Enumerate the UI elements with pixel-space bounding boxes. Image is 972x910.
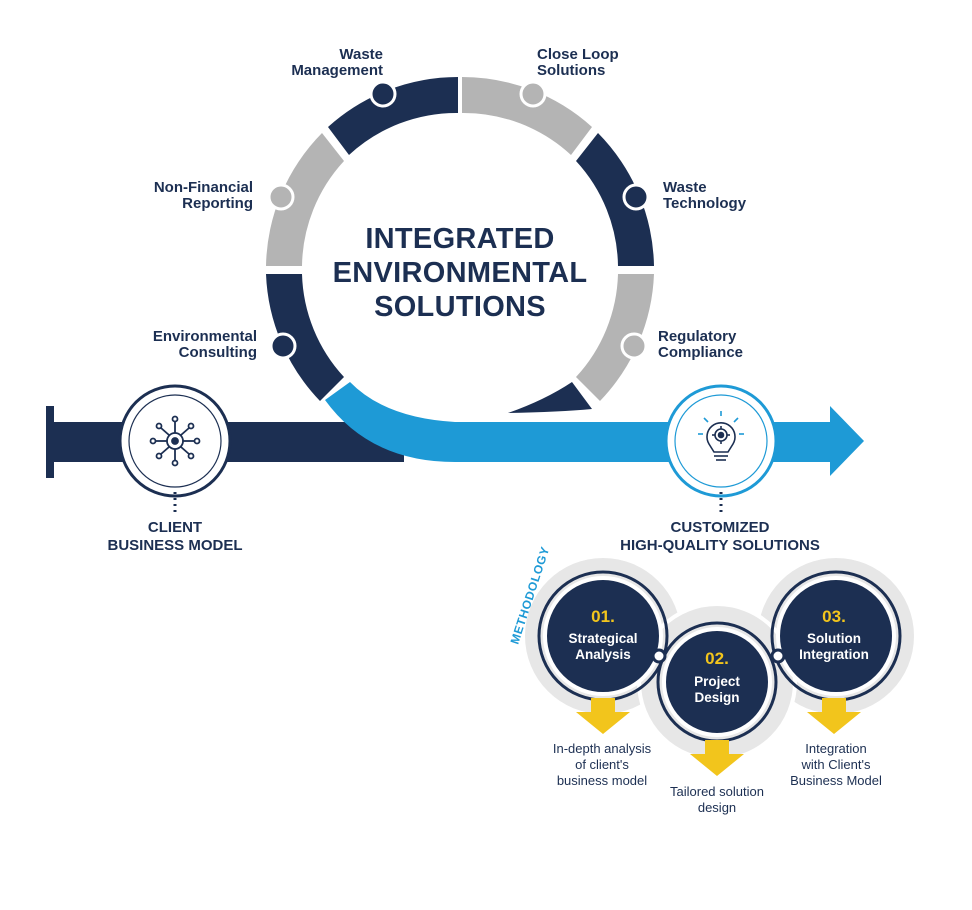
step-1-desc-3: business model (557, 773, 647, 788)
ring-labels: Waste Management Close Loop Solutions No… (153, 46, 747, 361)
label-waste-management-1: Waste (339, 46, 383, 63)
label-close-loop-1: Close Loop (537, 46, 619, 63)
ring-segment-waste-technology (576, 133, 654, 266)
step-1-circle (543, 576, 663, 696)
ring-segment-environmental (266, 274, 344, 401)
ring-segment-close-loop (462, 77, 592, 155)
step-2-arrow-icon (690, 740, 744, 776)
step-1-desc-1: In-depth analysis (553, 741, 652, 756)
step-1-title-1: Strategical (568, 631, 637, 646)
step-3-desc-2: with Client's (801, 757, 871, 772)
network-icon (149, 415, 201, 467)
step-2-title-2: Design (694, 690, 739, 705)
dot-waste-technology (622, 183, 650, 211)
connector-dot-1 (651, 648, 667, 664)
solutions-label-1: CUSTOMIZED (671, 519, 770, 536)
label-waste-management-2: Management (291, 62, 383, 79)
label-non-financial-1: Non-Financial (154, 179, 253, 196)
step-3-arrow-icon (807, 698, 861, 734)
arrow-blue-curve (325, 382, 864, 476)
label-waste-technology-2: Technology (663, 195, 747, 212)
step-3-title-2: Integration (799, 647, 869, 662)
step-3-number: 03. (822, 607, 846, 626)
dot-non-financial (267, 183, 295, 211)
ring (266, 77, 654, 413)
step-2-number: 02. (705, 649, 729, 668)
client-label-2: BUSINESS MODEL (107, 537, 242, 554)
label-close-loop-2: Solutions (537, 62, 605, 79)
dot-regulatory (620, 332, 648, 360)
step-2-circle (662, 627, 772, 737)
label-environmental-2: Consulting (179, 344, 257, 361)
connector-dot-2 (770, 648, 786, 664)
step-3-desc-1: Integration (805, 741, 866, 756)
client-label-1: CLIENT (148, 519, 202, 536)
ring-dots (267, 80, 650, 360)
dot-environmental (269, 332, 297, 360)
ring-segment-waste-management (328, 77, 458, 155)
label-environmental-1: Environmental (153, 328, 257, 345)
step-1-number: 01. (591, 607, 615, 626)
step-2-desc-2: design (698, 800, 736, 815)
solutions-label-2: HIGH-QUALITY SOLUTIONS (620, 537, 820, 554)
center-title-line-2: ENVIRONMENTAL (333, 257, 588, 289)
lightbulb-gear-icon (698, 411, 744, 461)
step-1-title-2: Analysis (575, 647, 631, 662)
label-regulatory-2: Compliance (658, 344, 743, 361)
arrow-tail-bar (46, 406, 54, 478)
step-2-title-1: Project (694, 674, 740, 689)
ring-segment-non-financial (266, 133, 344, 266)
step-1-desc-2: of client's (575, 757, 629, 772)
ring-segment-regulatory (576, 274, 654, 401)
dot-close-loop (519, 80, 547, 108)
methodology: METHODOLOGY 01. Strategical Analysis 03.… (508, 545, 914, 815)
step-1-arrow-icon (576, 698, 630, 734)
step-3-desc-3: Business Model (790, 773, 882, 788)
label-regulatory-1: Regulatory (658, 328, 737, 345)
client-node: CLIENT BUSINESS MODEL (107, 384, 243, 554)
step-3-title-1: Solution (807, 631, 861, 646)
step-3-circle (776, 576, 896, 696)
label-non-financial-2: Reporting (182, 195, 253, 212)
center-title-line-3: SOLUTIONS (374, 291, 546, 323)
dot-waste-management (369, 80, 397, 108)
step-2-desc-1: Tailored solution (670, 784, 764, 799)
ring-segment-end (508, 382, 592, 413)
label-waste-technology-1: Waste (663, 179, 707, 196)
solutions-node: CUSTOMIZED HIGH-QUALITY SOLUTIONS (620, 384, 820, 554)
center-title: INTEGRATED ENVIRONMENTAL SOLUTIONS (333, 223, 588, 323)
center-title-line-1: INTEGRATED (365, 223, 554, 255)
